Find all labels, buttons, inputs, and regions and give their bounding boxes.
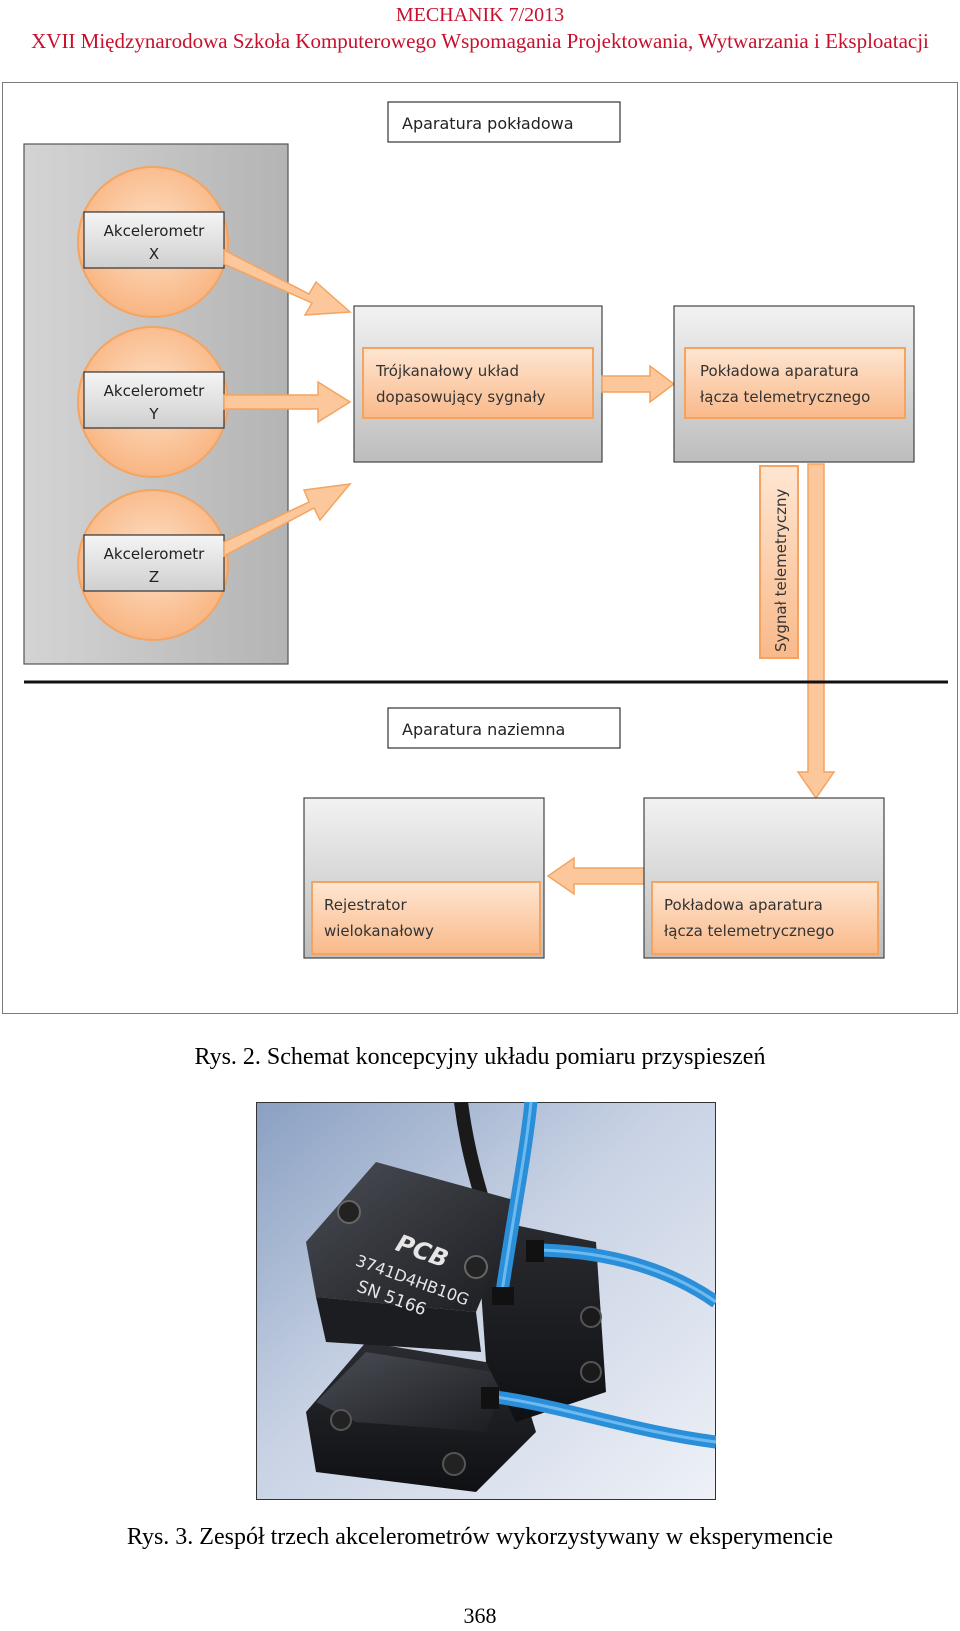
svg-text:Rejestrator: Rejestrator	[324, 896, 407, 914]
onboard-telemetry-block: Pokładowa aparatura łącza telemetryczneg…	[673, 305, 915, 463]
journal-title: MECHANIK 7/2013	[395, 4, 565, 26]
svg-text:Aparatura pokładowa: Aparatura pokładowa	[402, 114, 574, 133]
svg-text:Y: Y	[148, 405, 159, 423]
conference-title: XVII Międzynarodowa Szkoła Komputerowego…	[31, 29, 929, 53]
page-number: 368	[463, 1603, 497, 1628]
svg-text:Akcelerometr: Akcelerometr	[104, 545, 206, 563]
figure-3-caption: Rys. 3. Zespół trzech akcelerometrów wyk…	[126, 1524, 834, 1550]
svg-text:Trójkanałowy układ: Trójkanałowy układ	[375, 362, 519, 380]
arrow-y-to-conditioner	[223, 380, 352, 424]
ground-telemetry-block: Pokładowa aparatura łącza telemetryczneg…	[643, 797, 885, 959]
svg-text:łącza telemetrycznego: łącza telemetrycznego	[664, 922, 834, 940]
arrow-conditioner-to-telemetry	[601, 364, 676, 404]
signal-conditioner-block: Trójkanałowy układ dopasowujący sygnały	[353, 305, 603, 463]
accelerometer-z: Akcelerometr Z	[77, 489, 229, 641]
svg-text:Sygnał telemetryczny: Sygnał telemetryczny	[772, 488, 790, 652]
accelerometer-x: Akcelerometr X	[77, 166, 229, 318]
svg-text:X: X	[149, 245, 159, 263]
svg-text:Akcelerometr: Akcelerometr	[104, 222, 206, 240]
svg-text:dopasowujący sygnały: dopasowujący sygnały	[376, 388, 546, 406]
telemetry-signal-label: Sygnał telemetryczny	[759, 465, 799, 659]
arrow-x-to-conditioner	[223, 248, 352, 316]
concept-diagram: Aparatura pokładowa Akcelerometr X Akcel…	[2, 82, 958, 1014]
accelerometer-y: Akcelerometr Y	[77, 326, 229, 478]
svg-text:wielokanałowy: wielokanałowy	[324, 922, 434, 940]
arrow-z-to-conditioner	[223, 483, 352, 558]
svg-text:Akcelerometr: Akcelerometr	[104, 382, 206, 400]
svg-text:Aparatura naziemna: Aparatura naziemna	[402, 720, 565, 739]
recorder-block: Rejestrator wielokanałowy	[303, 797, 545, 959]
arrow-telemetry-to-recorder	[546, 856, 645, 896]
arrow-telemetry-downlink	[796, 463, 836, 800]
svg-text:Pokładowa aparatura: Pokładowa aparatura	[664, 896, 823, 914]
svg-text:Z: Z	[149, 568, 159, 586]
svg-text:łącza telemetrycznego: łącza telemetrycznego	[700, 388, 870, 406]
accelerometer-photo: PCB 3741D4HB10G SN 5166	[256, 1102, 716, 1500]
figure-2-caption: Rys. 2. Schemat koncepcyjny układu pomia…	[194, 1044, 766, 1070]
ground-section-label: Aparatura naziemna	[387, 707, 621, 749]
onboard-section-label: Aparatura pokładowa	[387, 101, 621, 143]
svg-text:Pokładowa aparatura: Pokładowa aparatura	[700, 362, 859, 380]
